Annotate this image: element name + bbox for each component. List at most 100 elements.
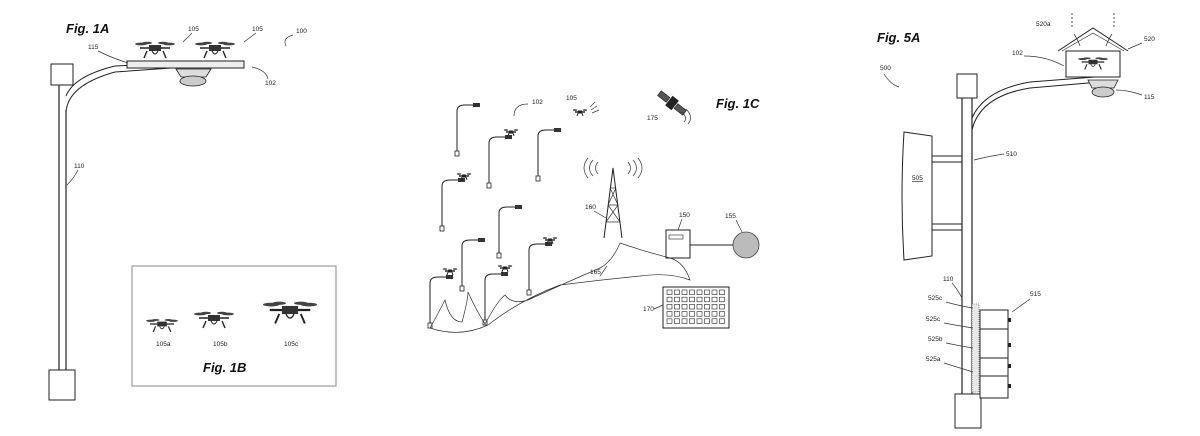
fig-1a-pole-cap (50, 63, 74, 86)
panel-cell (704, 311, 710, 317)
fig-1c-network (429, 242, 691, 333)
fig-5a-pole-cap (956, 73, 978, 99)
fig-1b-label-small: 105a (156, 341, 171, 348)
fig-5a-label-cell-c1: 525c (928, 295, 943, 302)
panel-cell (674, 311, 680, 317)
fig-1a-drone-platform (126, 60, 245, 69)
panel-cell (696, 296, 703, 303)
fig-5a-label-cabinet: 515 (1030, 291, 1041, 298)
panel-cell (719, 296, 725, 303)
fig-1a-drone-2 (194, 40, 236, 59)
panel-cell (696, 289, 703, 295)
fig-5a-cells (971, 303, 980, 393)
panel-cell (674, 296, 680, 303)
fig-1a-label-station: 102 (265, 80, 276, 87)
panel-cell (719, 289, 725, 295)
fig-5a-label-system: 500 (880, 65, 891, 72)
panel-cell (674, 304, 680, 310)
fig-5a-label-banner: 505 (912, 175, 923, 182)
panel-cell (704, 304, 710, 310)
fig-1c-tower (583, 157, 643, 239)
panel-cell (689, 289, 695, 295)
fig-5a-label-cell-b: 525b (928, 336, 943, 343)
panel-cell (681, 311, 688, 317)
panel-cell (666, 296, 673, 303)
panel-cell (681, 296, 688, 303)
panel-cell (681, 289, 688, 295)
fig-1c-lamp-3 (535, 127, 562, 182)
fig-1b: 105a 105b 105c Fig. 1B (131, 265, 337, 387)
fig-1b-label-large: 105c (284, 341, 299, 348)
fig-1c-lamp-2 (486, 134, 513, 189)
fig-1c-panel (662, 286, 730, 329)
fig-1b-title: Fig. 1B (203, 360, 246, 375)
fig-5a-label-housing: 520 (1144, 36, 1155, 43)
panel-cell (689, 318, 695, 324)
panel-cell (704, 289, 710, 295)
fig-1c-globe (732, 231, 760, 259)
panel-cell (666, 318, 673, 324)
fig-1b-label-medium: 105b (213, 341, 228, 348)
fig-5a-label-station: 102 (1012, 50, 1023, 57)
fig-1a-drone-1 (134, 40, 176, 59)
fig-1a-arm (65, 66, 186, 113)
fig-1a-label-drone-a: 105 (188, 26, 199, 33)
panel-cell (696, 318, 703, 324)
fig-1a-label-pole: 110 (74, 163, 85, 170)
fig-1c-label-station: 102 (532, 99, 543, 106)
fig-5a-label-housing-door: 520a (1036, 21, 1051, 28)
fig-1c-label-drone: 105 (566, 95, 577, 102)
fig-1c-label-globe: 155 (725, 213, 736, 220)
panel-cell (689, 296, 695, 303)
fig-5a-cabinet (979, 309, 1011, 399)
fig-5a-arm (971, 81, 1101, 131)
fig-1c-server (665, 229, 691, 259)
panel-cell (689, 304, 695, 310)
fig-1c-label-network: 165 (590, 269, 601, 276)
fig-1a-lamp (179, 75, 207, 87)
fig-1a-pole-base (48, 369, 76, 401)
fig-5a-label-cell-a: 525a (926, 356, 941, 363)
panel-cell (681, 318, 688, 324)
fig-1c-satellite (657, 90, 687, 116)
panel-cell (711, 289, 718, 295)
panel-cell (711, 318, 718, 324)
fig-1c-lamp-4 (439, 177, 466, 232)
fig-1a-label-platform: 115 (88, 44, 99, 51)
fig-1c-lamp-7 (526, 241, 553, 296)
panel-cell (719, 318, 725, 324)
fig-1c-label-satellite: 175 (647, 115, 658, 122)
fig-1a-label-drone-b: 105 (252, 26, 263, 33)
fig-1c-label-panel: 170 (643, 306, 654, 313)
fig-1a-title: Fig. 1A (66, 21, 109, 36)
fig-5a-label-light: 115 (1144, 94, 1155, 101)
panel-cell (696, 304, 703, 310)
fig-1c-drone-d (442, 267, 458, 276)
panel-cell (704, 296, 710, 303)
fig-1c-label-tower: 160 (585, 204, 596, 211)
panel-cell (704, 318, 710, 324)
fig-5a-title: Fig. 5A (877, 30, 920, 45)
panel-cell (719, 311, 725, 317)
fig-1a-label-system: 100 (296, 28, 307, 35)
panel-cell (719, 304, 725, 310)
fig-5a-label-pole: 110 (943, 276, 954, 283)
fig-1c-title: Fig. 1C (716, 96, 760, 111)
fig-1c-label-server: 150 (679, 212, 690, 219)
panel-cell (696, 311, 703, 317)
fig-1c-drone-e (497, 264, 513, 273)
fig-5a-lamp (1091, 86, 1115, 98)
panel-cell (666, 289, 673, 295)
fig-1c-lamp-9 (482, 271, 509, 326)
fig-1c-lamp-8 (427, 274, 454, 329)
panel-cell (689, 311, 695, 317)
fig-5a-label-arm: 510 (1006, 151, 1017, 158)
panel-cell (674, 318, 680, 324)
fig-1c: Fig. 1C (427, 90, 760, 333)
fig-1a: Fig. 1A 100 105 105 115 102 110 (48, 21, 307, 401)
panel-cell (711, 296, 718, 303)
panel-cell (681, 304, 688, 310)
fig-1c-drone-flying (572, 108, 588, 117)
fig-5a: Fig. 5A (877, 13, 1155, 429)
